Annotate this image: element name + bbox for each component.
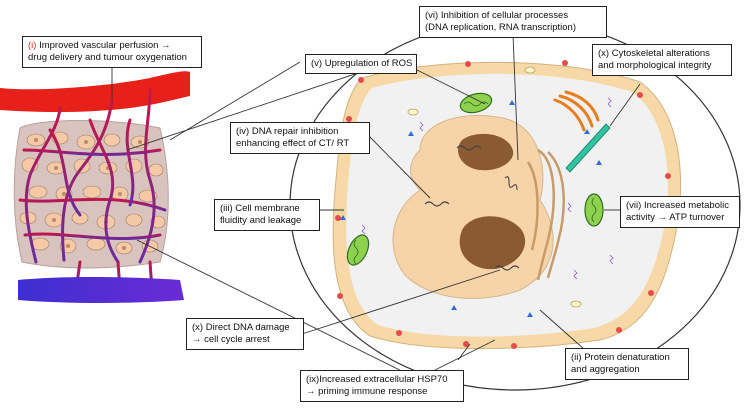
golgi-apparatus [553,90,600,132]
cell [289,19,741,391]
label-text-line1: Improved vascular perfusion → [36,40,171,51]
label-protein-denaturation: (ii) Protein denaturation and aggregatio… [565,348,689,380]
label-text-line1: (ii) Protein denaturation [571,352,670,363]
label-direct-dna-damage: (x) Direct DNA damage → cell cycle arres… [186,318,304,350]
label-upregulation-ros: (v) Upregulation of ROS [305,54,417,74]
ros-dots [335,60,671,349]
mito-cristae [353,101,597,265]
label-extracellular-hsp70: (ix)Increased extracellular HSP70 → prim… [300,370,464,402]
label-cell-membrane-fluidity: (iii) Cell membrane fluidity and leakage [214,199,320,231]
label-text-line1: (x) Direct DNA damage [192,322,290,333]
label-text-line1: (ix)Increased extracellular HSP70 [306,374,448,385]
vein [18,277,184,303]
vesicles [407,66,582,308]
nucleolus-bottom [459,216,526,270]
mitochondria [346,92,604,266]
label-text-line2: and morphological integrity [598,60,712,71]
tissue-nuclei [34,138,142,250]
label-text-line2: and aggregation [571,364,640,375]
label-inhibition-cellular-processes: (vi) Inhibition of cellular processes (D… [419,6,607,38]
label-text-line2: → priming immune response [306,386,428,397]
label-cytoskeletal-alterations: (x) Cytoskeletal alterations and morphol… [592,44,732,76]
aggregates [361,97,614,280]
artery [0,71,190,112]
dna-strands [424,145,520,271]
nucleolus-top [458,133,514,171]
cytoskeleton-fibre [565,123,611,173]
label-text-line1: (x) Cytoskeletal alterations [598,48,710,59]
label-text-line1: (vi) Inhibition of cellular processes [425,10,569,21]
label-text-line2: → cell cycle arrest [192,334,270,345]
protein-markers [340,100,602,317]
tumour-tissue [0,71,190,303]
connector-lines [111,33,641,381]
label-text-line2: drug delivery and tumour oxygenation [28,52,187,63]
label-increased-metabolic-activity: (vii) Increased metabolic activity → ATP… [620,196,740,228]
label-text-line1: (vii) Increased metabolic [626,200,729,211]
label-text-line1: (iv) DNA repair inhibition [236,126,339,137]
capillary-network [18,88,167,292]
label-text-line2: (DNA replication, RNA transcription) [425,22,576,33]
label-improved-vascular-perfusion: (i) Improved vascular perfusion → drug d… [22,36,202,68]
label-numeral: (i) [28,40,37,51]
label-text-line1: (iii) Cell membrane [220,203,300,214]
label-text-line2: fluidity and leakage [220,215,302,226]
label-text-line1: (v) Upregulation of ROS [311,58,413,69]
label-dna-repair-inhibition: (iv) DNA repair inhibition enhancing eff… [230,122,370,154]
label-text-line2: enhancing effect of CT/ RT [236,138,350,149]
label-text-line2: activity → ATP turnover [626,212,725,223]
endoplasmic-reticulum [526,148,565,281]
